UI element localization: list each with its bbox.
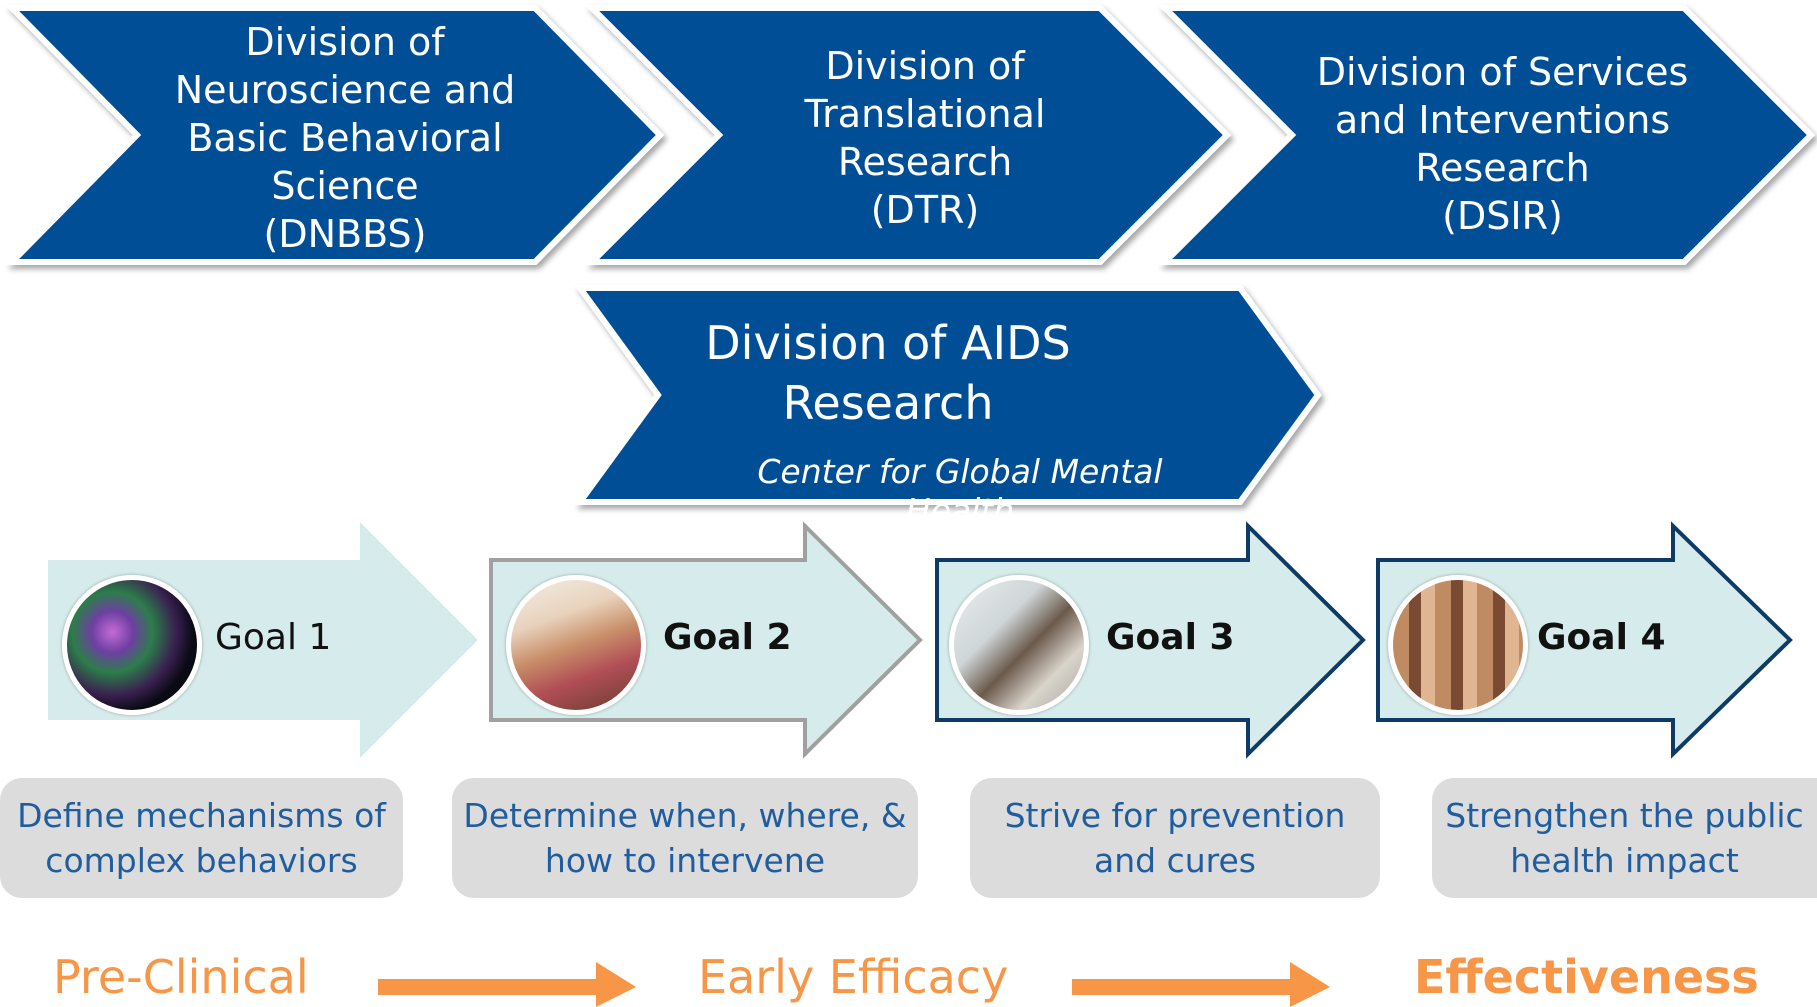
description-line: how to intervene [544, 841, 826, 880]
family-photo-image [506, 575, 646, 715]
division-chevron-dsir [1157, 5, 1816, 265]
description-line: complex behaviors [45, 841, 358, 880]
division-line: Division of [825, 44, 1025, 88]
description-line: Strive for prevention [1004, 796, 1346, 835]
goal-label-1: Goal 1 [215, 617, 332, 658]
description-line: Strengthen the public [1445, 796, 1804, 835]
goal-description-4: Strengthen the public health impact [1432, 778, 1817, 898]
doctor-patient-image [949, 575, 1089, 715]
division-line: (DSIR) [1442, 194, 1563, 238]
goal-label-4: Goal 4 [1537, 617, 1666, 658]
description-line: and cures [1094, 841, 1256, 880]
division-line: (DTR) [870, 188, 980, 232]
division-line: Basic Behavioral [187, 116, 503, 160]
division-line: Neuroscience and [174, 68, 516, 112]
goal-label-3: Goal 3 [1106, 617, 1235, 658]
stage-arrow-2 [1072, 962, 1330, 1007]
division-line: Division of [245, 20, 445, 64]
division-chevron-dtr [584, 5, 1232, 265]
division-line: Research [1415, 146, 1590, 190]
division-label-dsir: Division of Services and Interventions R… [1300, 48, 1705, 240]
goal-label-2: Goal 2 [663, 617, 792, 658]
division-line: Translational [804, 92, 1046, 136]
goal-description-3: Strive for prevention and cures [970, 778, 1380, 898]
division-chevron-aids [574, 285, 1322, 505]
stage-arrow-1 [378, 962, 636, 1007]
division-chevron-dnbbs [4, 5, 665, 265]
description-line: health impact [1510, 841, 1739, 880]
brain-scan-image [62, 575, 202, 715]
crowd-faces-image [1388, 575, 1528, 715]
division-line: and Interventions [1334, 98, 1671, 142]
stage-label-early-efficacy: Early Efficacy [698, 950, 1009, 1004]
division-line: (DNBBS) [263, 212, 427, 256]
aids-line: Division of AIDS [705, 316, 1071, 370]
goal-description-2: Determine when, where, & how to interven… [452, 778, 918, 898]
aids-subtitle: Center for Global Mental Health [757, 452, 1163, 530]
division-line: Science [271, 164, 419, 208]
division-label-dnbbs: Division of Neuroscience and Basic Behav… [150, 18, 540, 258]
stage-label-effectiveness: Effectiveness [1414, 950, 1759, 1004]
aids-line: Research [782, 376, 994, 430]
stage-label-pre-clinical: Pre-Clinical [53, 950, 309, 1004]
division-label-dtr: Division of Translational Research (DTR) [730, 42, 1120, 234]
description-line: Determine when, where, & [463, 796, 907, 835]
description-line: Define mechanisms of [17, 796, 386, 835]
division-line: Division of Services [1316, 50, 1689, 94]
division-line: Research [837, 140, 1013, 184]
division-label-aids: Division of AIDS Research [668, 313, 1108, 433]
goal-description-1: Define mechanisms of complex behaviors [0, 778, 403, 898]
